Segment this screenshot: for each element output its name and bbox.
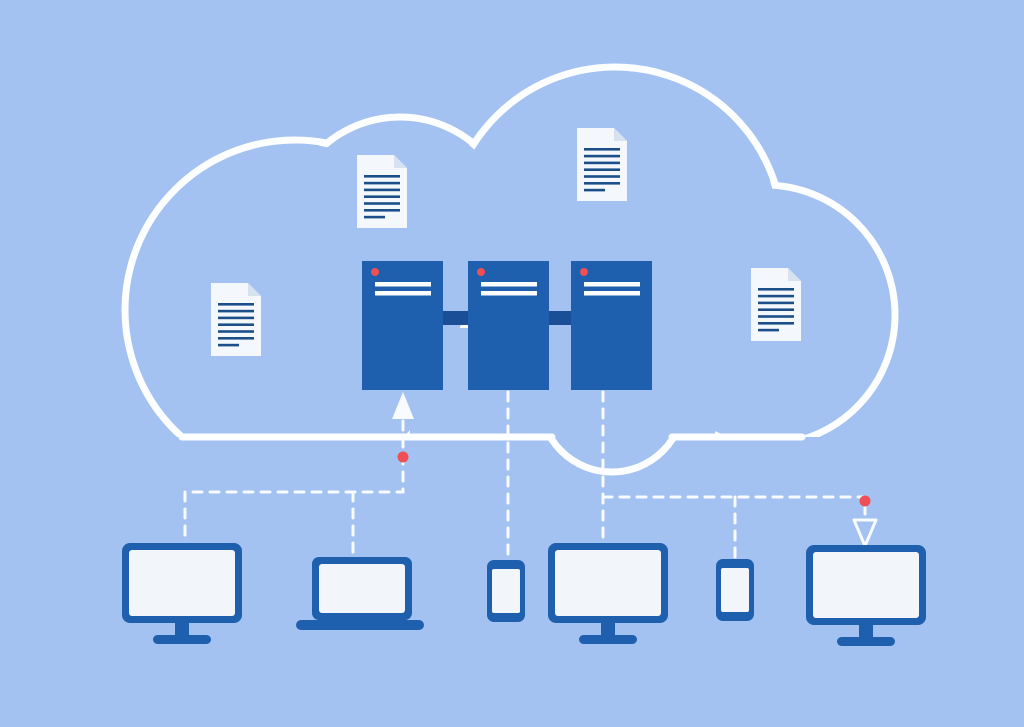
server-cluster: [362, 261, 652, 390]
laptop-icon: [296, 557, 424, 630]
server-link-2-3: [546, 311, 574, 325]
download-arrow-icon: [852, 518, 878, 548]
server-led-icon: [371, 268, 379, 276]
server-led-icon: [580, 268, 588, 276]
smartphone-icon-2: [716, 559, 754, 621]
document-icon-left: [211, 283, 261, 356]
smartphone-icon-1: [487, 560, 525, 622]
document-icon-right: [751, 268, 801, 341]
upload-arrow-icon: [392, 392, 414, 419]
server-2: [468, 261, 549, 390]
server-led-icon: [477, 268, 485, 276]
server-link-1-2: [440, 311, 472, 325]
server-3: [571, 261, 652, 390]
document-icon-upper-right: [577, 128, 627, 201]
document-icon-upper-left: [357, 155, 407, 228]
transfer-dot-left: [397, 451, 409, 463]
transfer-dot-right: [859, 495, 871, 507]
server-1: [362, 261, 443, 390]
